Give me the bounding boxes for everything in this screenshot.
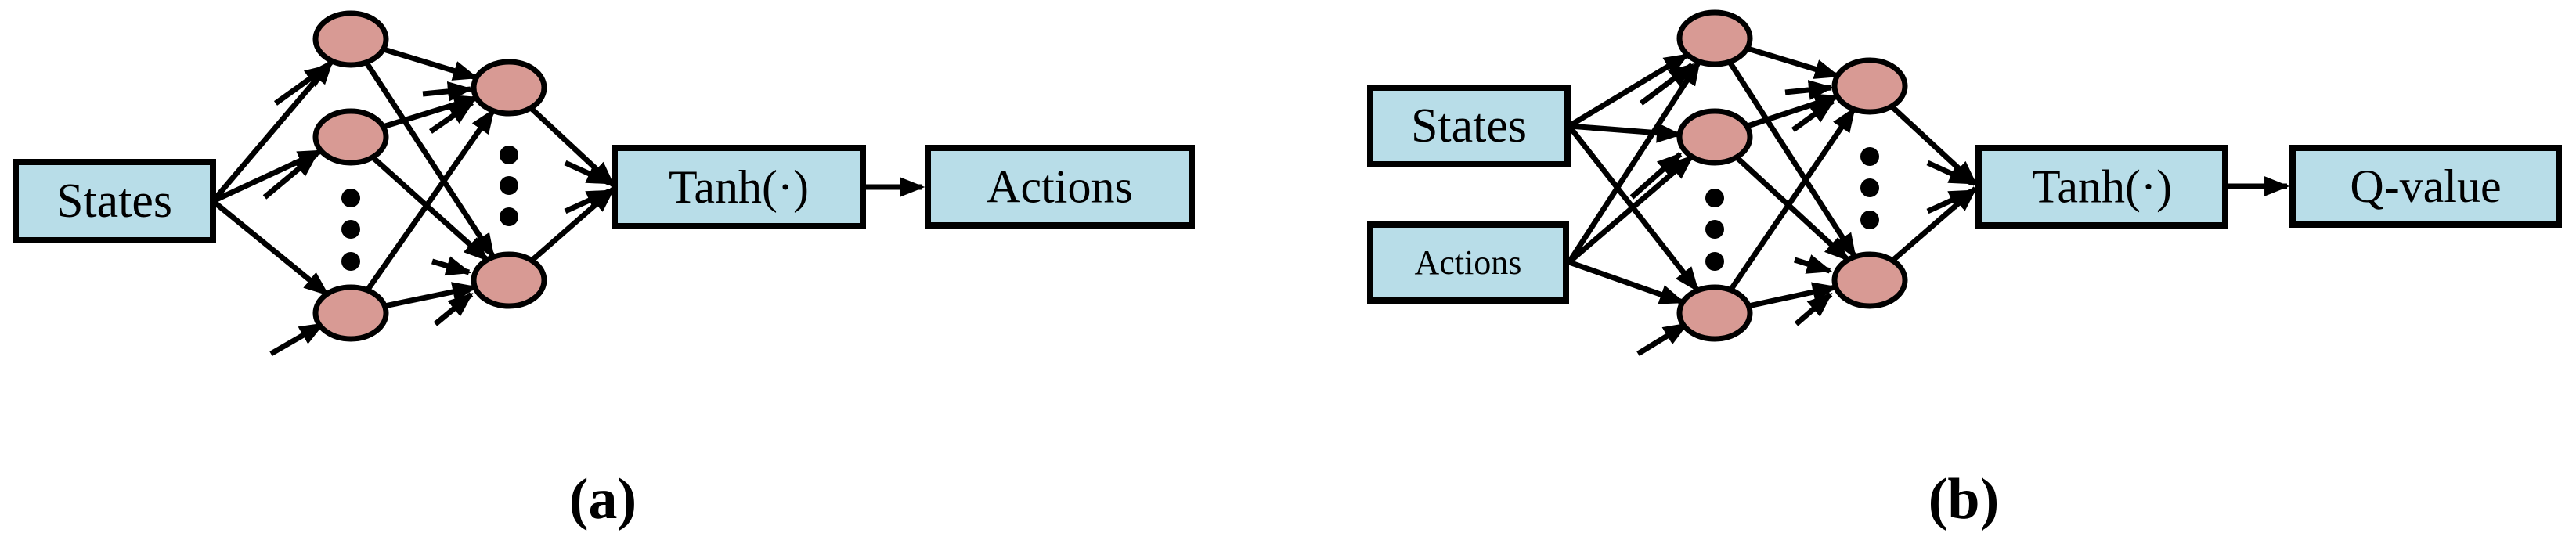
edge-arrow [1746, 45, 1841, 79]
ellipsis-dot [1705, 189, 1724, 207]
ellipsis-dot [1860, 147, 1879, 166]
edge-arrow [1889, 104, 1978, 186]
neuron-node [312, 284, 389, 342]
neuron-node [471, 59, 547, 117]
panel-a: States Tanh(·) Actions (a) [13, 10, 1195, 531]
edge-arrow [365, 108, 496, 293]
states-box-b-label: States [1411, 99, 1527, 153]
edge-arrow [364, 61, 496, 259]
edge-arrow [1727, 60, 1857, 259]
tanh-box-b-rect [1975, 145, 2228, 229]
edge-arrow [269, 321, 325, 357]
tanh-box-a-label: Tanh(·) [669, 161, 809, 213]
neuron-node [471, 251, 547, 309]
edge-arrow [1791, 99, 1835, 132]
neuron-node [1676, 284, 1753, 342]
actions-box-b-rect [1367, 221, 1569, 304]
qvalue-box-b-rect [2289, 145, 2562, 228]
edge-arrow [1793, 254, 1833, 274]
edge-arrow [1567, 59, 1701, 264]
neuron-node [1676, 9, 1753, 67]
edge-arrow [1639, 63, 1694, 106]
edge-arrow [273, 63, 330, 106]
edge-arrow [1629, 152, 1683, 200]
edge-arrow [1728, 106, 1856, 292]
edge-arrow [262, 152, 319, 200]
edge-arrow [384, 282, 478, 309]
qvalue-box-b-label: Q-value [2350, 160, 2501, 212]
actions-box-a-label: Actions [987, 161, 1133, 213]
ellipsis-dot [1705, 220, 1724, 239]
edge-arrow [1734, 155, 1850, 262]
neuron-node [1831, 57, 1908, 115]
ellipsis-dot [1860, 211, 1879, 229]
ellipsis-dot [1860, 178, 1879, 197]
neuron-node [312, 10, 389, 68]
edge-arrow [428, 100, 474, 134]
tanh-box-a-rect [612, 145, 866, 229]
edge-arrow [1794, 292, 1833, 326]
ellipsis-dot [341, 189, 360, 207]
panel-caption-a: (a) [569, 467, 637, 531]
edge-arrow [382, 46, 479, 81]
ellipsis-dot [341, 220, 360, 239]
states-box-a-label: States [56, 175, 172, 228]
edge-arrow [431, 256, 472, 276]
tanh-box-a: Tanh(·) [612, 145, 866, 229]
edge-arrow [529, 106, 615, 187]
neuron-node [1831, 251, 1908, 309]
edge-arrow [433, 292, 474, 326]
edge-arrow [1890, 186, 1978, 263]
actions-box-a-rect [925, 145, 1195, 229]
edge-arrow [370, 155, 489, 262]
edge-arrow [564, 160, 612, 186]
qvalue-box-b: Q-value [2289, 145, 2562, 228]
ellipsis-dot [500, 207, 518, 226]
edge-arrow [1568, 52, 1690, 128]
states-box-a-rect [13, 159, 216, 243]
tanh-box-b: Tanh(·) [1975, 145, 2228, 229]
edge-arrow [529, 187, 615, 263]
actions-box-b-label: Actions [1415, 243, 1522, 282]
ellipsis-dot [1705, 252, 1724, 271]
edge-arrow [1568, 122, 1683, 143]
edge-arrow [564, 188, 612, 214]
panel-caption-b: (b) [1928, 467, 1999, 531]
ellipsis-dot [341, 252, 360, 271]
neuron-node [312, 108, 389, 166]
edge-arrow [1926, 160, 1975, 186]
edge-arrow [211, 199, 330, 297]
edge-arrow [1568, 259, 1686, 305]
actions-box-a: Actions [925, 145, 1195, 229]
actions-box-b: Actions [1367, 221, 1569, 304]
ellipsis-dot [500, 146, 518, 164]
tanh-box-b-label: Tanh(·) [2032, 161, 2172, 213]
neuron-node [1676, 108, 1753, 166]
edge-arrow [1784, 80, 1835, 100]
edge-arrow [1748, 282, 1838, 309]
edge-arrow [1926, 188, 1975, 214]
states-box-b: States [1367, 85, 1571, 167]
ellipsis-dot [500, 176, 518, 195]
states-box-a: States [13, 159, 216, 243]
edge-arrow [1636, 322, 1689, 356]
edge-arrow [422, 81, 474, 102]
states-box-b-rect [1367, 85, 1571, 167]
